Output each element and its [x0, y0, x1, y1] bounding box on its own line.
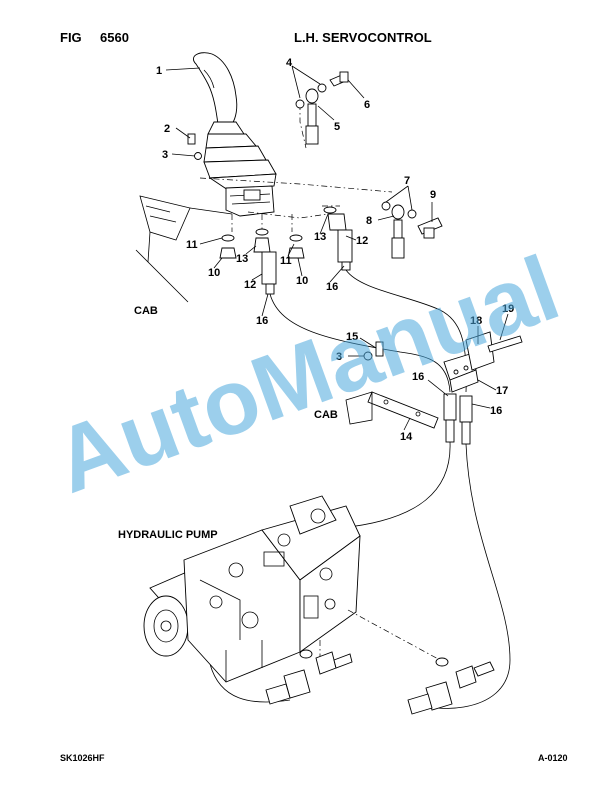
callout-2: 2: [164, 123, 170, 135]
plate-14: [345, 391, 439, 429]
assembly-line: [231, 205, 340, 232]
assembly-line: [247, 211, 329, 219]
assembly-line: [199, 177, 393, 193]
callout-4: 4: [286, 57, 293, 69]
hose-16: [345, 269, 467, 393]
area-label-cab-2: CAB: [314, 409, 338, 421]
pump-fittings-left: [265, 649, 353, 705]
page-title: L.H. SERVOCONTROL: [294, 30, 432, 45]
callout-14: 14: [400, 431, 413, 443]
callout-9: 9: [430, 189, 436, 201]
callout-16d: 16: [490, 405, 502, 417]
screw-2: [187, 133, 196, 145]
callouts: 1 2 3 4 5 6 7 8 9 11 10 13 12 11 10 13 1…: [156, 57, 514, 443]
hose-lower: [409, 443, 511, 709]
fittings-left: [219, 228, 305, 295]
document-code: SK1026HF: [60, 753, 105, 763]
screw-15: [375, 341, 384, 357]
callout-11a: 11: [186, 239, 198, 251]
area-label-hydraulic-pump: HYDRAULIC PUMP: [118, 529, 218, 541]
callout-3b: 3: [336, 351, 342, 363]
callout-13a: 13: [236, 253, 248, 265]
hydraulic-pump: [143, 495, 361, 683]
callout-8: 8: [366, 215, 372, 227]
callout-16a: 16: [326, 281, 338, 293]
pump-fittings-right: [407, 657, 495, 715]
callout-17: 17: [496, 385, 508, 397]
callout-5: 5: [334, 121, 340, 133]
callout-19: 19: [502, 303, 514, 315]
assembly-line: [347, 609, 441, 661]
assembly-line: [299, 104, 307, 149]
figure-number: 6560: [100, 30, 129, 45]
callout-7: 7: [404, 175, 410, 187]
hose-16: [269, 293, 451, 393]
callout-6: 6: [364, 99, 370, 111]
callout-10a: 10: [208, 267, 220, 279]
joystick-assembly: [192, 52, 277, 217]
hose-lower: [339, 441, 451, 529]
fittings-right: [323, 206, 353, 271]
page-code: A-0120: [538, 753, 568, 763]
linkage-upper: [295, 71, 349, 145]
callout-11b: 11: [280, 255, 292, 267]
callout-16b: 16: [256, 315, 268, 327]
linkage-right: [381, 201, 443, 259]
washer-3: [194, 152, 202, 160]
callout-12b: 12: [356, 235, 368, 247]
callout-1: 1: [156, 65, 162, 77]
area-label-cab: CAB: [134, 305, 158, 317]
cab-bracket: [135, 195, 233, 303]
callout-12a: 12: [244, 279, 256, 291]
callout-13b: 13: [314, 231, 326, 243]
callout-16c: 16: [412, 371, 424, 383]
manifold-block: [443, 331, 523, 393]
figure-label: FIG: [60, 30, 82, 45]
leader-lines: [165, 65, 509, 431]
callout-18: 18: [470, 315, 482, 327]
callout-3: 3: [162, 149, 168, 161]
callout-15: 15: [346, 331, 358, 343]
block-fittings: [443, 393, 473, 445]
callout-10b: 10: [296, 275, 308, 287]
